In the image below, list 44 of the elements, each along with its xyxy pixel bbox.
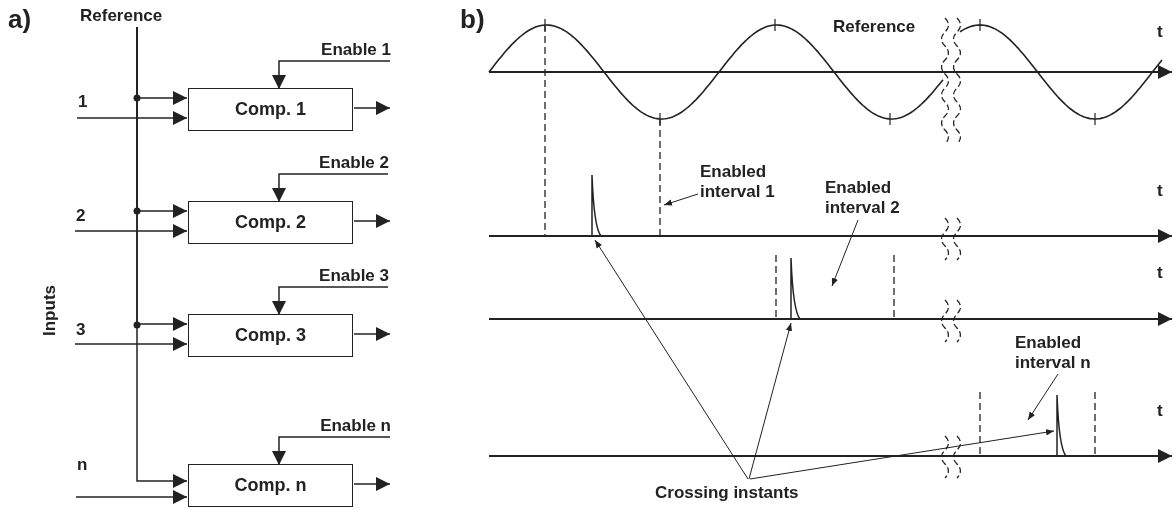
enable-label: Enable 2 [294, 153, 389, 173]
enable-label: Enable 3 [294, 266, 389, 286]
input-label: 1 [78, 92, 88, 112]
leader-line [749, 429, 1055, 480]
panel-label: b) [460, 4, 485, 34]
axis-label: t [1157, 21, 1163, 42]
arrow [272, 286, 389, 316]
comparator-block: Comp. 2 [188, 201, 353, 244]
comparator-block: Comp. n [188, 464, 353, 507]
input-label: n [77, 455, 88, 475]
annotation-text: Enabled interval 2 [825, 178, 917, 218]
axis-title: Inputs [39, 285, 60, 336]
arrow [76, 111, 188, 125]
arrow [75, 490, 188, 504]
enable-label: Enable n [296, 416, 391, 436]
axis-label: t [1157, 262, 1163, 283]
arrow [74, 224, 188, 238]
leader-line [748, 322, 792, 480]
arrow [353, 101, 391, 115]
axis-label: t [1157, 180, 1163, 201]
leader-line [831, 219, 859, 287]
arrow [272, 436, 391, 466]
input-label: 3 [76, 320, 86, 340]
arrow [272, 60, 391, 90]
enable-label: Enable 1 [296, 40, 391, 60]
leader-line [663, 193, 699, 206]
arrow [353, 477, 391, 491]
signal-label: Reference [80, 6, 163, 26]
annotation-text: Enabled interval 1 [700, 162, 792, 202]
arrow [353, 327, 391, 341]
panel-label: a) [8, 4, 32, 34]
input-label: 2 [76, 206, 86, 226]
arrow [136, 26, 188, 488]
comparator-block: Comp. 3 [188, 314, 353, 357]
leader-line [1027, 373, 1059, 421]
leader-line [594, 239, 749, 480]
comparator-block: Comp. 1 [188, 88, 353, 131]
annotation-text: Enabled interval n [1015, 333, 1107, 373]
axis-label: t [1157, 400, 1163, 421]
arrow [74, 337, 188, 351]
arrow [353, 214, 391, 228]
arrow [272, 173, 389, 203]
signal-label: Reference [833, 16, 916, 37]
annotation-text: Crossing instants [655, 483, 799, 503]
